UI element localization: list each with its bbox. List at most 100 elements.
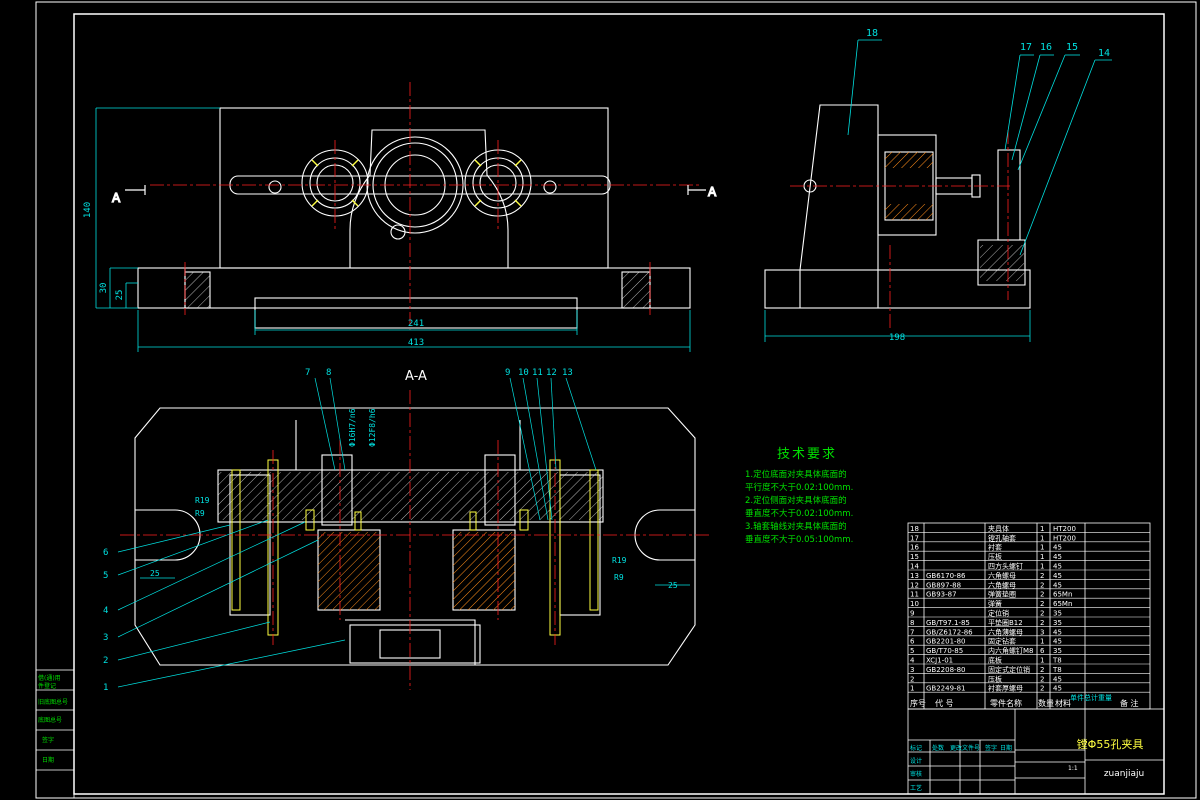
bom-cell-no: 8 [910, 619, 914, 627]
dim-140: 140 [83, 202, 93, 218]
bom-cell-no: 12 [910, 581, 919, 589]
title-row-2: 处数 [932, 744, 944, 752]
bom-cell-mat: 35 [1053, 610, 1062, 618]
bom-cell-qty: 2 [1040, 572, 1044, 580]
bom-cell-qty: 2 [1040, 666, 1044, 674]
bom-cell-name: 固定钻套 [988, 637, 1016, 646]
bom-cell-qty: 1 [1040, 525, 1044, 533]
front-view [137, 107, 691, 329]
bom-cell-no: 1 [910, 685, 914, 693]
tech-title: 技术要求 [777, 447, 838, 462]
dim-r9-right: R9 [614, 573, 624, 582]
bom-cell-no: 10 [910, 600, 919, 608]
bom-cell-mat: 45 [1053, 638, 1062, 646]
tech-item-3: 2.定位侧面对夹具体底面的 [745, 496, 847, 506]
bom-cell-code: GB/Z6172-86 [926, 628, 973, 636]
callout-13: 13 [562, 368, 573, 378]
section-markers: A A [111, 184, 717, 205]
callout-17: 17 [1020, 42, 1032, 53]
callout-18: 18 [866, 28, 878, 39]
scale-value: 1:1 [1068, 765, 1078, 772]
callout-5: 5 [103, 571, 108, 581]
front-dimensions [95, 107, 691, 352]
side-dimensions [764, 310, 1031, 342]
bom-cell-no: 13 [910, 572, 919, 580]
section-view [134, 407, 696, 666]
bom-cell-qty: 2 [1040, 610, 1044, 618]
bom-cell-mat: 35 [1053, 619, 1062, 627]
bom-note-header: 单件总计重量 [1070, 693, 1112, 702]
technical-requirements: 技术要求 1.定位底面对夹具体底面的 平行度不大于0.02:100mm. 2.定… [745, 448, 853, 547]
bom-cell-mat: HT200 [1053, 534, 1076, 542]
callout-9: 9 [505, 368, 510, 378]
drawing-title: 镗Φ55孔夹具 [1077, 737, 1144, 751]
bom-cell-code: GB/T97.1-85 [926, 619, 970, 627]
section-callouts: 7 8 9 10 11 12 13 6 5 4 3 2 1 [103, 368, 573, 693]
bom-hdr-qty: 数量 [1038, 698, 1054, 708]
bom-cell-mat: 45 [1053, 675, 1062, 683]
title-row-1: 标记 [910, 744, 922, 752]
bom-cell-no: 17 [910, 534, 919, 542]
bom-cell-name: 镗孔轴套 [988, 533, 1016, 542]
bom-header: 序号 代 号 零件名称 数量 材料 备 注 单件总计重量 [910, 693, 1139, 708]
bom-cell-mat: T8 [1052, 657, 1062, 665]
drawing-border [35, 1, 1197, 799]
fit-1: Φ16H7/n6 [348, 408, 357, 447]
callout-11: 11 [532, 368, 543, 378]
bom-cell-no: 6 [910, 638, 915, 646]
stamp-3: 旧底图总号 [38, 698, 68, 706]
bom-cell-name: 平垫圈B12 [988, 618, 1023, 627]
bom-cell-name: 衬套厚螺母 [988, 684, 1023, 693]
bom-cell-name: 六角薄螺母 [988, 627, 1023, 636]
bom-cell-qty: 2 [1040, 619, 1044, 627]
bom-cell-qty: 2 [1040, 685, 1044, 693]
bom-hdr-code: 代 号 [935, 698, 954, 708]
callout-16: 16 [1040, 42, 1052, 53]
section-dim-labels: R19 R9 25 R19 R9 25 Φ16H7/n6 Φ12F8/h6 [150, 408, 678, 590]
side-view-hatch [885, 152, 1024, 281]
bom-cell-name: 四方头螺钉 [988, 562, 1023, 571]
bom-cell-no: 11 [910, 591, 919, 599]
bom-cell-qty: 2 [1040, 675, 1044, 683]
bom-cell-qty: 6 [1040, 647, 1045, 655]
bom-cell-mat: HT200 [1053, 525, 1076, 533]
bom-cell-mat: 45 [1053, 685, 1062, 693]
stamp-6: 日期 [42, 756, 54, 764]
bom-hdr-no: 序号 [910, 698, 926, 708]
side-callout-lines [847, 39, 1112, 256]
title-row-5: 日期 [1000, 744, 1012, 752]
dim-r19-right: R19 [612, 556, 627, 565]
bom-cell-code: XCJ1-01 [926, 657, 953, 665]
dim-198: 198 [889, 333, 905, 343]
bom-cell-no: 14 [910, 563, 919, 571]
bom-cell-code: GB6170-86 [926, 572, 966, 580]
signer-process: 工艺 [910, 784, 922, 792]
bom-cell-qty: 1 [1040, 544, 1044, 552]
stamp-5: 签字 [42, 736, 54, 744]
bom-cell-qty: 2 [1040, 581, 1044, 589]
bom-cell-qty: 1 [1040, 534, 1044, 542]
bom-cell-qty: 1 [1040, 657, 1044, 665]
bom-cell-code: GB2201-80 [926, 638, 965, 646]
tech-item-1: 1.定位底面对夹具体底面的 [745, 470, 847, 480]
stamp-1: 借(通)用 [38, 674, 61, 682]
dim-25: 25 [115, 290, 125, 301]
bom-cell-mat: 45 [1053, 572, 1062, 580]
bom-cell-no: 5 [910, 647, 914, 655]
bom-cell-mat: 45 [1053, 628, 1062, 636]
stamp-2: 件登记 [38, 682, 56, 690]
bom-cell-mat: 35 [1053, 647, 1062, 655]
watermark-text: zuanjiaju [1104, 769, 1144, 779]
callout-14: 14 [1098, 48, 1110, 59]
bom-cell-qty: 3 [1040, 628, 1044, 636]
bom-cell-code: GB/T70-85 [926, 647, 963, 655]
title-row-4: 签字 [985, 744, 997, 752]
callout-4: 4 [103, 606, 108, 616]
bom-cell-mat: 45 [1053, 563, 1062, 571]
bom-hdr-mat: 材料 [1055, 698, 1071, 708]
bom-cell-no: 9 [910, 610, 914, 618]
dim-25-left: 25 [150, 569, 160, 578]
title-block-text: 镗Φ55孔夹具 zuanjiaju 1:1 标记 处数 更改文件号 签字 日期 … [910, 737, 1144, 792]
